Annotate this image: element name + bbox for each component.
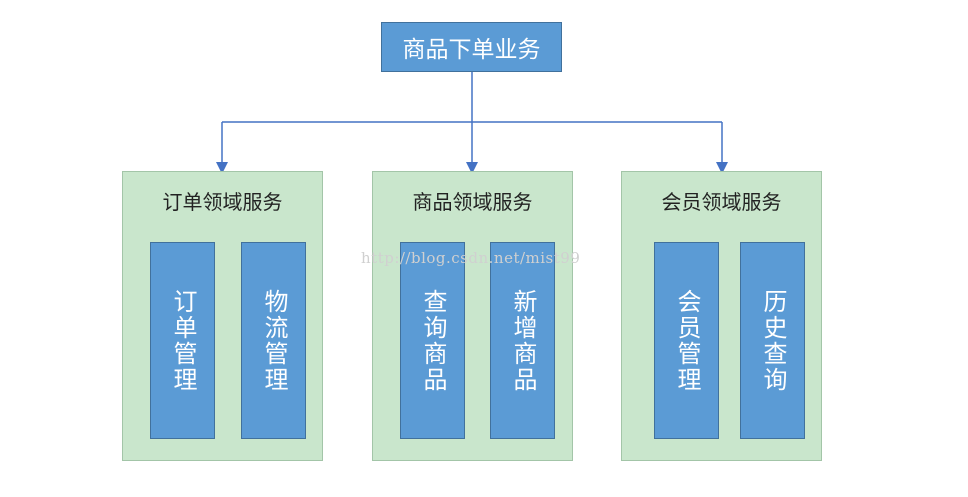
watermark-text: http://blog.csdn.net/mist99 [361,249,581,267]
member-domain-box: 会员领域服务 会员管理 历史查询 [621,171,822,461]
product-domain-box: 商品领域服务 查询商品 新增商品 [372,171,573,461]
root-label: 商品下单业务 [402,37,541,63]
member-management-label: 会员管理 [673,288,701,393]
query-product-box: 查询商品 [400,242,465,439]
root-business-box: 商品下单业务 [381,22,562,72]
member-management-box: 会员管理 [654,242,719,439]
query-product-label: 查询商品 [419,288,447,393]
logistics-management-label: 物流管理 [260,288,288,393]
logistics-management-box: 物流管理 [241,242,306,439]
order-domain-title: 订单领域服务 [162,190,283,214]
product-domain-title: 商品领域服务 [412,190,533,214]
history-query-box: 历史查询 [740,242,805,439]
order-management-box: 订单管理 [150,242,215,439]
order-domain-box: 订单领域服务 订单管理 物流管理 [122,171,323,461]
member-domain-title: 会员领域服务 [661,190,782,214]
add-product-label: 新增商品 [509,288,537,393]
add-product-box: 新增商品 [490,242,555,439]
history-query-label: 历史查询 [759,288,787,393]
order-management-label: 订单管理 [169,288,197,393]
